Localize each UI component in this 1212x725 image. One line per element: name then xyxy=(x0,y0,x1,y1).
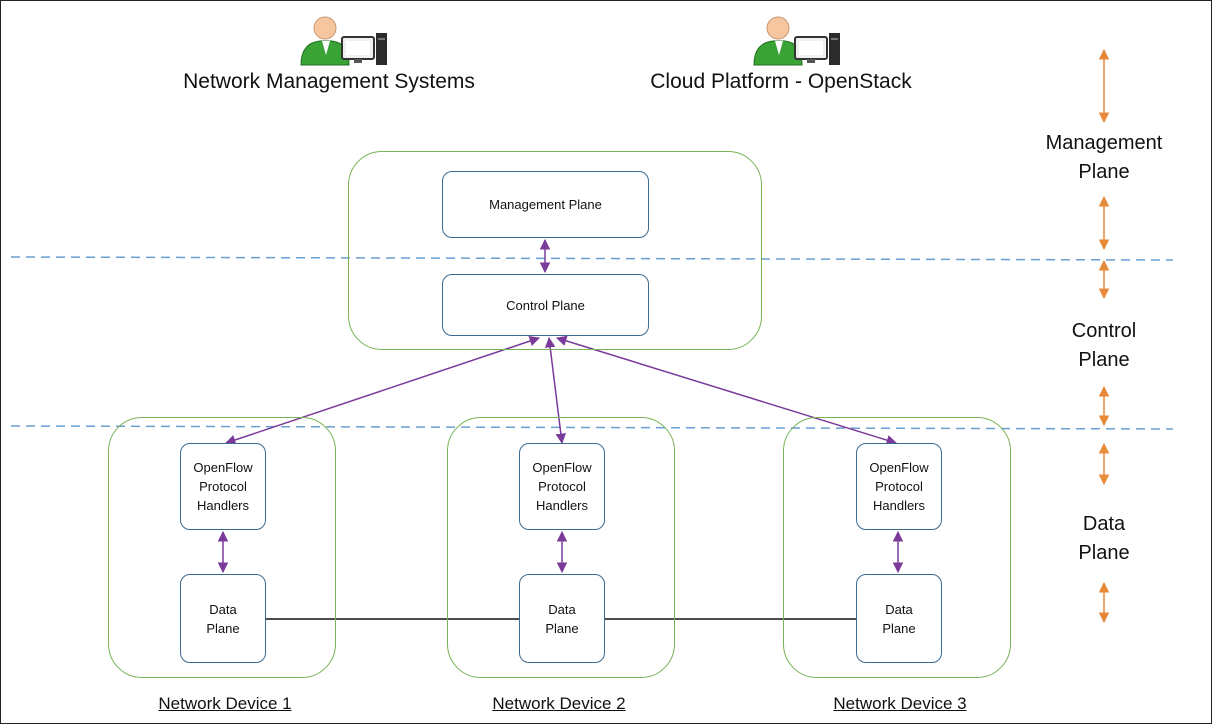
control-plane-label: Control Plane xyxy=(506,297,585,313)
network-device-1-container xyxy=(108,417,336,678)
link-control-device-1 xyxy=(225,336,540,445)
network-device-3-label: Network Device 3 xyxy=(833,694,967,713)
user-computer-icon xyxy=(300,16,387,66)
top-system-label-network-management: Network Management Systems xyxy=(183,70,475,93)
divider-management-control xyxy=(10,256,1174,261)
network-device-1-label: Network Device 1 xyxy=(158,694,292,713)
network-device-3-container xyxy=(783,417,1011,678)
management-plane-box: Management Plane xyxy=(442,171,649,238)
top-system-label-cloud-platform: Cloud Platform - OpenStack xyxy=(650,70,912,93)
link-control-device-3 xyxy=(555,335,898,446)
user-computer-icon xyxy=(753,16,840,66)
control-plane-box: Control Plane xyxy=(442,274,649,336)
network-device-2-label: Network Device 2 xyxy=(492,694,626,713)
controller-container xyxy=(348,151,762,350)
management-plane-label: Management Plane xyxy=(489,197,602,212)
network-device-2-container xyxy=(447,417,675,678)
